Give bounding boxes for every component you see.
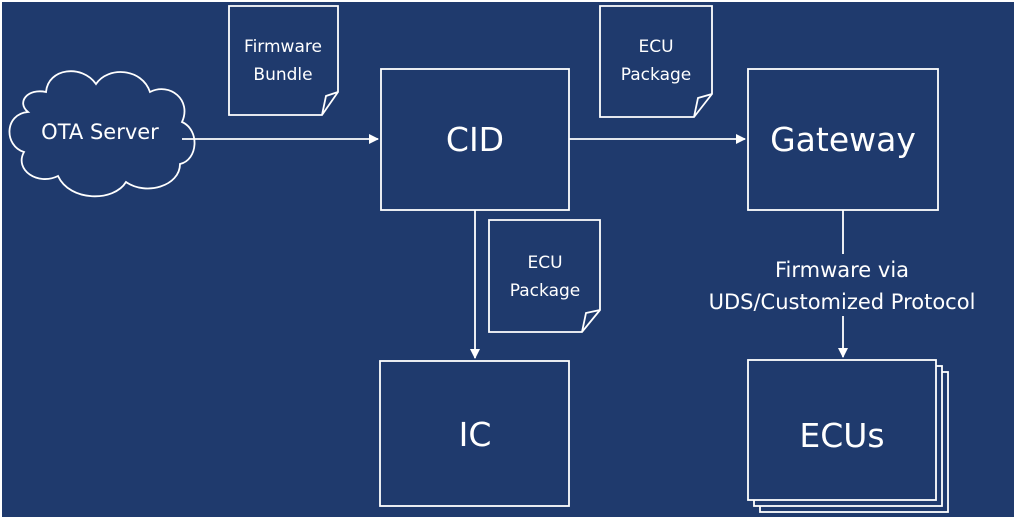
firmware-bundle-line2: Bundle [253, 65, 312, 85]
ic-box [379, 360, 570, 507]
firmware-bundle-document: Firmware Bundle [228, 5, 339, 116]
ecu-package-top-line2: Package [621, 65, 691, 85]
gateway-ecus-edge-label: Firmware via UDS/Customized Protocol [709, 258, 976, 314]
edge-label-line2: UDS/Customized Protocol [709, 290, 976, 314]
ecus-front-box [747, 359, 937, 501]
ecus-node: ECUs [747, 359, 949, 513]
ecu-package-mid-document: ECU Package [488, 219, 601, 333]
cloud-icon [8, 70, 196, 198]
ecu-package-mid-line2: Package [510, 281, 580, 301]
ota-server-label: OTA Server [41, 120, 159, 144]
ecus-label: ECUs [799, 416, 884, 455]
firmware-bundle-line1: Firmware [244, 37, 322, 57]
ecu-package-top-document: ECU Package [599, 5, 713, 118]
ecu-package-top-line1: ECU [638, 37, 673, 57]
document-icon [599, 5, 713, 118]
gateway-label: Gateway [770, 120, 916, 159]
document-icon [228, 5, 339, 116]
edge-label-line1: Firmware via [775, 258, 909, 282]
document-icon [488, 219, 601, 333]
ecu-package-mid-line1: ECU [527, 253, 562, 273]
ota-server-node: OTA Server [8, 70, 196, 198]
ic-node: IC [379, 360, 570, 507]
cid-label: CID [446, 120, 504, 159]
ic-label: IC [459, 415, 492, 454]
